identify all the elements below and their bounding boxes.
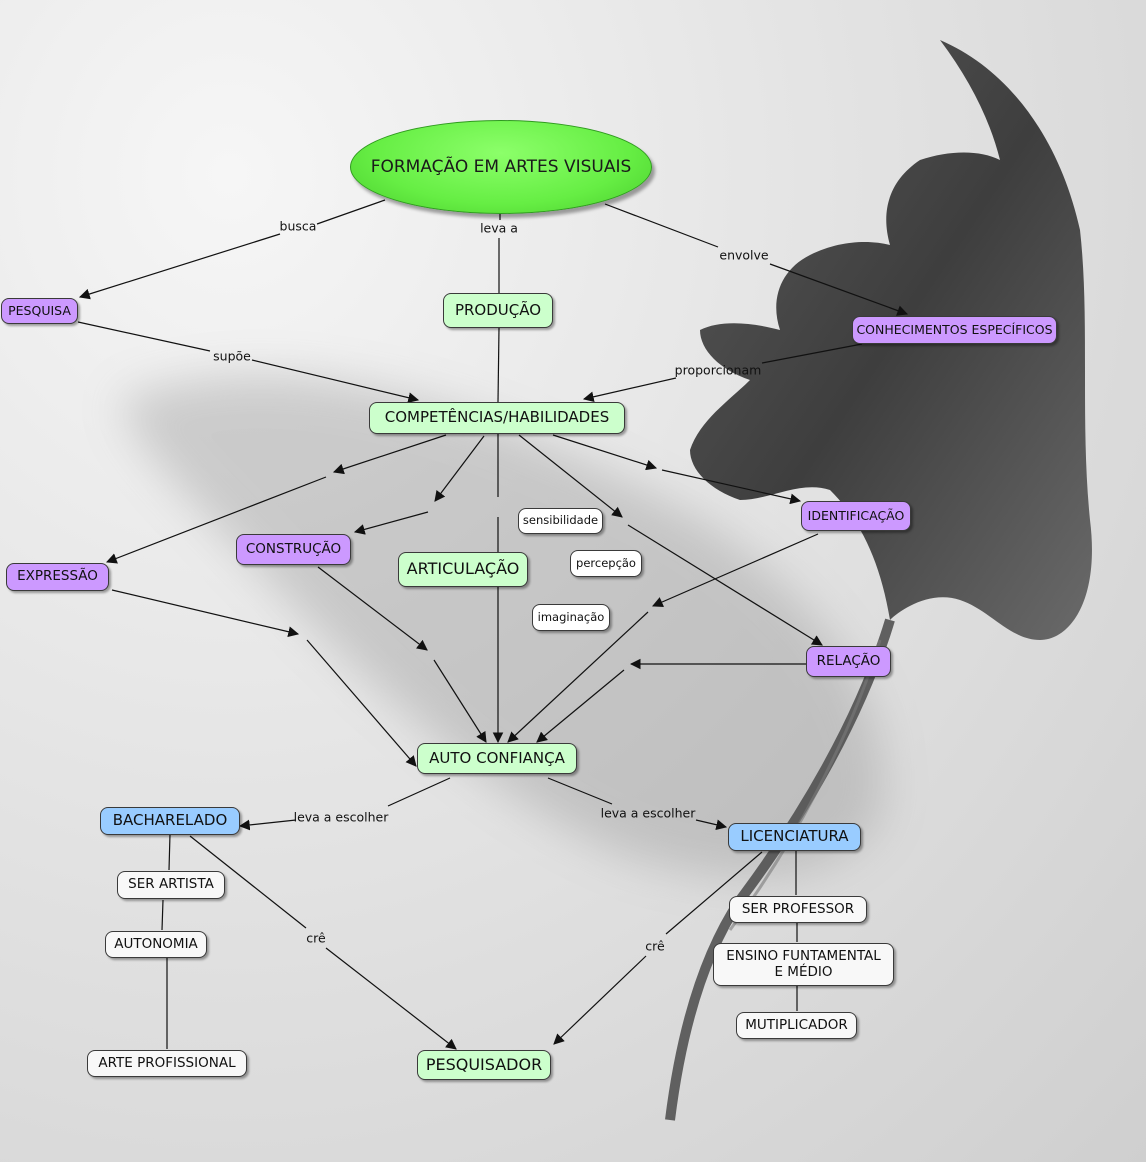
link-comp-rel-b [627,524,823,646]
link-envolve-a [604,203,719,248]
link-auto-lic-b [695,819,728,831]
link-cons-auto-b [433,659,487,743]
link-ident-auto-a [652,533,819,608]
link-auto-lic-a [547,777,613,805]
link-comp-rel-a [518,434,623,518]
label-proporcionam: proporcionam [674,362,762,378]
label-envolve: envolve [719,247,769,263]
link-comp-ident-a [552,434,658,471]
node-licenciatura[interactable]: LICENCIATURA [728,823,861,851]
label-cre-left: crê [306,930,326,946]
link-busca-b [78,233,281,300]
link-expr-auto-b [306,639,417,767]
node-imaginacao[interactable]: imaginação [532,604,610,631]
node-expressao[interactable]: EXPRESSÃO [6,563,109,591]
label-leva-a: leva a [480,220,518,236]
link-comp-cons-b [353,511,429,535]
label-leva-a-escolher-right: leva a escolher [600,805,696,821]
node-producao[interactable]: PRODUÇÃO [443,293,553,328]
node-articulacao[interactable]: ARTICULAÇÃO [398,552,528,587]
node-autonomia[interactable]: AUTONOMIA [105,931,207,958]
link-producao-competencias [497,327,500,403]
link-busca-a [316,199,386,225]
node-arte-profissional[interactable]: ARTE PROFISSIONAL [87,1050,247,1077]
link-rel-auto-b [536,669,625,743]
node-sensibilidade[interactable]: sensibilidade [518,508,603,534]
link-ident-auto-b [507,611,649,743]
node-auto-confianca[interactable]: AUTO CONFIANÇA [417,743,577,774]
link-lic-cre-a [665,851,763,935]
label-cre-right: crê [645,938,665,954]
link-lic-cre-b [553,955,647,1045]
node-relacao[interactable]: RELAÇÃO [806,646,891,677]
link-comp-expr-b [105,476,327,564]
link-bach-cre-a [189,835,307,929]
node-ser-professor[interactable]: SER PROFESSOR [729,896,867,923]
link-auto-bach-b [238,819,297,831]
link-supoe-a [77,321,211,352]
node-competencias[interactable]: COMPETÊNCIAS/HABILIDADES [369,402,625,434]
label-supoe: supõe [213,348,251,364]
link-comp-expr-a [332,434,447,475]
link-auto-bach-a [387,777,451,807]
node-percepcao[interactable]: percepção [570,550,642,577]
node-conhecimentos[interactable]: CONHECIMENTOS ESPECÍFICOS [852,316,1057,344]
link-bach-artista [168,833,171,871]
node-pesquisador[interactable]: PESQUISADOR [417,1050,551,1080]
link-comp-cons-a [434,435,485,502]
link-proporcionam-a [761,343,863,364]
node-identificacao[interactable]: IDENTIFICAÇÃO [801,501,911,531]
link-bach-cre-b [325,947,457,1050]
link-artista-autonomia [161,899,164,931]
node-pesquisa[interactable]: PESQUISA [1,298,78,324]
link-envolve-b [769,263,909,316]
node-construcao[interactable]: CONSTRUÇÃO [236,534,351,565]
link-cons-auto-a [317,566,428,651]
label-leva-a-escolher-left: leva a escolher [293,809,389,825]
node-formacao[interactable]: FORMAÇÃO EM ARTES VISUAIS [350,120,652,214]
node-bacharelado[interactable]: BACHARELADO [100,807,240,835]
link-expr-auto-a [111,589,300,638]
label-busca: busca [279,218,317,234]
link-supoe-b [251,359,420,403]
node-ensino[interactable]: ENSINO FUNTAMENTAL E MÉDIO [713,943,894,986]
link-proporcionam-b [582,377,677,403]
node-ser-artista[interactable]: SER ARTISTA [117,871,225,899]
node-multiplicador[interactable]: MUTIPLICADOR [736,1012,857,1039]
link-comp-ident-b [661,469,802,505]
